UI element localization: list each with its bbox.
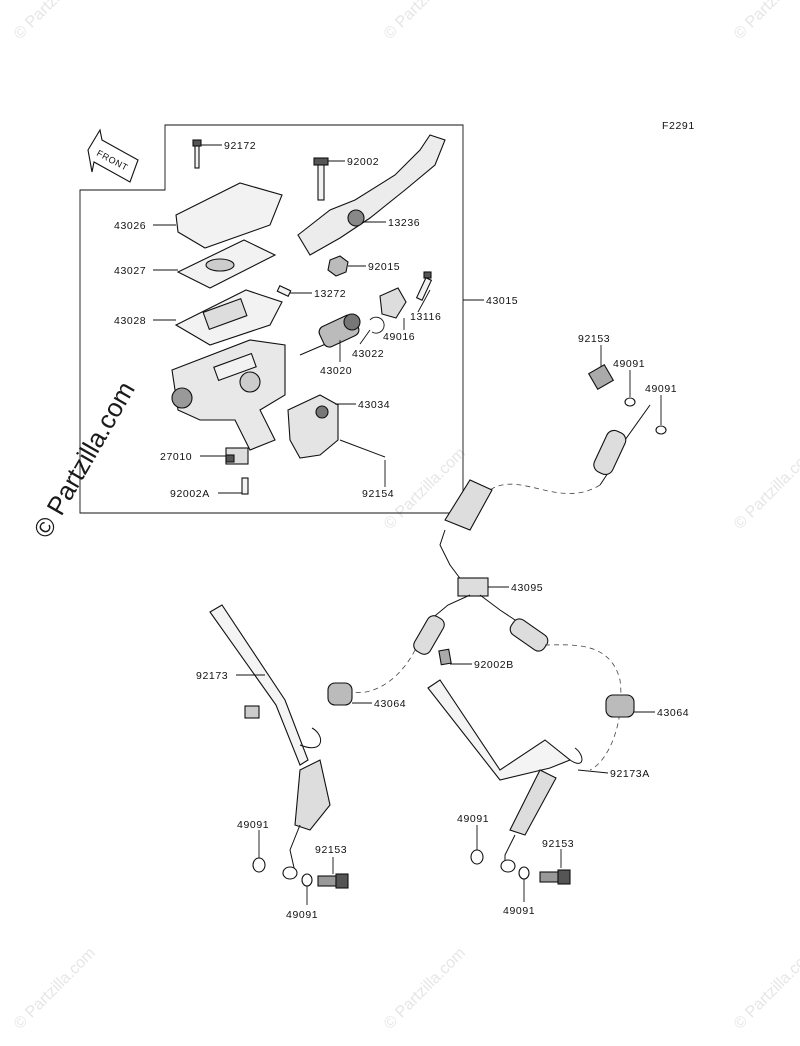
leader-lines [153,144,662,905]
callout-43064: 43064 [657,707,689,719]
hose-segment [444,479,493,531]
callout-43034: 43034 [358,399,390,411]
lever-nut [327,255,349,277]
left-hose-end [413,615,445,655]
lower-left-hose [294,759,331,831]
figure-code: F2291 [662,120,695,132]
callout-92002B: 92002B [474,659,514,671]
watermark-text: © Partzilla.com [731,0,800,43]
lower-left-pipe [289,824,301,873]
grommet-left [327,682,353,706]
callout-92153: 92153 [542,838,574,850]
callout-92173: 92173 [196,670,228,682]
washer [470,849,484,865]
callout-92153: 92153 [315,844,347,856]
washer [301,873,313,887]
callout-49091: 49091 [613,358,645,370]
upper-banjo-bolt [587,363,667,435]
washer [252,857,266,873]
watermark-text: © Partzilla.com [731,945,800,1033]
lower-right-hose [509,769,557,836]
assembly-boundary [79,124,464,514]
callout-49091: 49091 [237,819,269,831]
circlip [369,316,385,334]
left-bracket [209,604,322,766]
piston-assembly [299,313,361,356]
callout-43020: 43020 [320,365,352,377]
callout-49091: 49091 [457,813,489,825]
front-arrow: FRONT [87,128,139,183]
lever-bolt [313,157,329,201]
pivot-bolt [415,271,433,301]
right-hose-end [509,618,549,652]
lower-left-banjo [282,866,298,880]
screw-92172 [192,139,202,169]
callout-49016: 49016 [383,331,415,343]
lower-right-banjo [500,859,516,873]
callout-43064: 43064 [374,698,406,710]
callout-92015: 92015 [368,261,400,273]
routing-line-left [344,649,416,693]
dust-boot [379,287,407,319]
callout-13116: 13116 [410,311,441,323]
routing-line-right [544,644,622,771]
watermark-text: © Partzilla.com [731,445,800,533]
master-cylinder-body [171,339,286,451]
callout-92153: 92153 [578,333,610,345]
handlebar-clamp [287,394,339,459]
upper-hose-line [489,483,601,494]
watermark-text: © Partzilla.com [381,0,469,43]
callout-13272: 13272 [314,288,346,300]
watermark-text: © Partzilla.com [11,945,99,1033]
watermark-text: © Partzilla.com [381,945,469,1033]
callout-43095: 43095 [511,582,543,594]
callout-92002A: 92002A [170,488,210,500]
watermark-text: © Partzilla.com [11,0,99,43]
switch-screw [241,477,249,495]
lower-left-banjo-bolt [317,873,349,889]
brake-switch [225,447,249,465]
callout-43028: 43028 [114,315,146,327]
callout-49091: 49091 [503,905,535,917]
callout-49091: 49091 [286,909,318,921]
callout-27010: 27010 [160,451,192,463]
lower-right-banjo-bolt [539,869,571,885]
hose-joint [429,577,531,631]
small-screw [276,285,292,297]
clamp-bolt [339,439,386,458]
washer [518,866,530,880]
right-bracket [427,679,583,781]
callout-43026: 43026 [114,220,146,232]
upper-hose-end [593,429,627,475]
callouts: 92172 92002 43026 13236 43027 92015 1327… [114,140,689,921]
reservoir-cap [175,182,283,249]
callout-92154: 92154 [362,488,394,500]
watermark-main: © Partzilla.com [27,376,141,543]
callout-43027: 43027 [114,265,146,277]
diaphragm-center [205,258,235,272]
callout-92002: 92002 [347,156,379,168]
grommet-right [605,694,635,718]
callout-43022: 43022 [352,348,384,360]
joint-bolt [438,648,452,666]
callout-92172: 92172 [224,140,256,152]
brake-lever [297,134,446,256]
callout-13236: 13236 [388,217,420,229]
plate-window [202,297,248,331]
callout-92173A: 92173A [610,768,650,780]
callout-49091: 49091 [645,383,677,395]
callout-43015: 43015 [486,295,518,307]
